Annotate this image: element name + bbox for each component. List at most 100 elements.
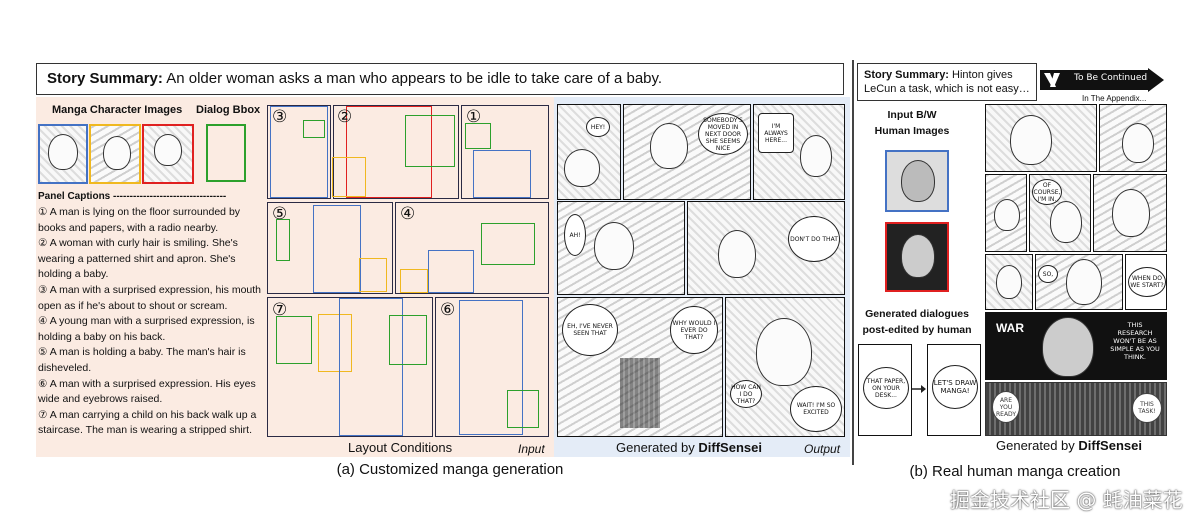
dialog-bbox-green — [206, 124, 246, 182]
manga-panel: EH, I'VE NEVER SEEN THAT WHY WOULD I EVE… — [557, 297, 723, 437]
layout-panel-3 — [267, 105, 331, 199]
subcaption-b: (b) Real human manga creation — [909, 463, 1121, 480]
arrow-right-icon — [912, 382, 926, 400]
panel-number-2: ② — [337, 107, 353, 127]
bbox-blue — [473, 150, 531, 198]
panel-number-7: ⑦ — [272, 300, 288, 320]
manga-panel — [985, 174, 1027, 252]
bbox-green — [465, 123, 491, 149]
story-summary-label-b: Story Summary: — [864, 69, 949, 81]
bbox-yellow — [359, 258, 387, 292]
character-image-yellow — [89, 124, 141, 184]
input-tag: Input — [518, 442, 545, 456]
manga-panel: I'M ALWAYS HERE... — [753, 104, 845, 200]
bbox-yellow — [332, 157, 366, 197]
input-bw-label: Input B/W Human Images — [874, 109, 950, 137]
manga-panel — [1099, 104, 1167, 172]
panel-number-1: ① — [466, 107, 482, 127]
manga-panel — [985, 104, 1097, 172]
panel-captions-label: Panel Captions -------------------------… — [38, 191, 227, 202]
manga-panel: WAR THIS RESEARCH WON'T BE AS SIMPLE AS … — [985, 312, 1167, 380]
caption-4: ④ A young man with a surprised expressio… — [38, 315, 255, 343]
generated-by-label-a: Generated by DiffSensei — [616, 440, 762, 455]
speech-bubble: WAIT! I'M SO EXCITED — [790, 386, 842, 432]
speech-bubble: I'M ALWAYS HERE... — [758, 113, 794, 153]
speech-bubble: WHEN DO WE START? — [1128, 267, 1166, 297]
human-image-blue — [885, 150, 949, 212]
bbox-green — [507, 390, 539, 428]
speech-bubble: HOW CAN I DO THAT? — [730, 380, 762, 408]
manga-panel: ARE YOU READY THIS TASK! — [985, 382, 1167, 436]
bbox-blue — [428, 250, 474, 293]
watermark: 掘金技术社区 @ 蚝油菜花 — [950, 488, 1183, 512]
layout-panel-5 — [267, 202, 393, 294]
bbox-red — [346, 106, 432, 198]
caption-1: ① A man is lying on the floor surrounded… — [38, 206, 241, 234]
manga-panel: HOW CAN I DO THAT? WAIT! I'M SO EXCITED — [725, 297, 845, 437]
dialogue-bubble-1: THAT PAPER, ON YOUR DESK... — [863, 367, 909, 409]
speech-bubble: SO, — [1038, 265, 1058, 283]
bbox-yellow — [400, 269, 428, 293]
dialogue-panel-1: THAT PAPER, ON YOUR DESK... — [858, 344, 912, 436]
speech-bubble: EH, I'VE NEVER SEEN THAT — [562, 304, 618, 356]
manga-panel: HEY! — [557, 104, 621, 200]
layout-panel-2 — [333, 105, 459, 199]
panel-number-4: ④ — [400, 204, 416, 224]
character-image-blue — [38, 124, 88, 184]
manga-panel: DON'T DO THAT — [687, 201, 845, 295]
to-be-continued-text: To Be Continued — [1074, 73, 1148, 83]
speech-bubble: OF COURSE, I'M IN. — [1032, 179, 1062, 205]
story-summary-box-b: Story Summary: Hinton gives LeCun a task… — [857, 63, 1037, 101]
war-text: WAR — [996, 321, 1024, 335]
manga-panel — [1093, 174, 1167, 252]
panel-number-3: ③ — [272, 107, 288, 127]
speech-bubble: HEY! — [586, 117, 610, 137]
caption-2: ② A woman with curly hair is smiling. Sh… — [38, 237, 238, 281]
diffsensei-name: DiffSensei — [698, 440, 762, 455]
speech-bubble: SOMEBODY'S MOVED IN NEXT DOOR SHE SEEMS … — [698, 113, 748, 155]
bbox-green — [276, 219, 290, 261]
panel-number-5: ⑤ — [272, 204, 288, 224]
bbox-blue — [459, 300, 523, 435]
output-tag: Output — [804, 442, 841, 456]
caption-7: ⑦ A man carrying a child on his back wal… — [38, 408, 257, 437]
character-image-red — [142, 124, 194, 184]
bbox-green — [389, 315, 427, 365]
manga-panel: OF COURSE, I'M IN. — [1029, 174, 1091, 252]
manga-panel: SOMEBODY'S MOVED IN NEXT DOOR SHE SEEMS … — [623, 104, 751, 200]
in-appendix-text: In The Appendix... — [1082, 94, 1147, 103]
layout-panel-7 — [267, 297, 433, 437]
bbox-blue — [270, 106, 328, 198]
manga-char-images-label: Manga Character Images — [52, 104, 183, 116]
bbox-green — [481, 223, 535, 265]
manga-panel: WHEN DO WE START? — [1125, 254, 1167, 310]
story-summary-text-b: Hinton gives LeCun a task, which is not … — [864, 69, 1030, 95]
layout-conditions-label: Layout Conditions — [348, 440, 453, 455]
section-divider — [852, 60, 854, 465]
panel-number-6: ⑥ — [440, 300, 456, 320]
generated-dialogues-label: Generated dialogues post-edited by human — [862, 308, 972, 336]
dialogue-panel-2: LET'S DRAW MANGA! — [927, 344, 981, 436]
bbox-green — [405, 115, 455, 167]
bbox-green — [276, 316, 312, 364]
manga-panel: SO, — [1035, 254, 1123, 310]
generated-by-label-b: Generated by DiffSensei — [996, 438, 1142, 453]
to-be-continued-banner: To Be Continued — [1040, 68, 1164, 92]
layout-panel-6 — [435, 297, 549, 437]
story-summary-box: Story Summary: An older woman asks a man… — [36, 63, 844, 95]
layout-panel-1 — [461, 105, 549, 199]
manga-panel — [985, 254, 1033, 310]
speech-bubble: WHY WOULD I EVER DO THAT? — [670, 306, 718, 354]
bbox-blue — [313, 205, 361, 293]
speech-bubble: THIS TASK! — [1132, 393, 1162, 423]
speech-bubble: AH! — [564, 214, 586, 256]
layout-panel-4 — [395, 202, 549, 294]
caption-5: ⑤ A man is holding a baby. The man's hai… — [38, 346, 246, 374]
dialog-bbox-label: Dialog Bbox — [196, 104, 261, 116]
dialogue-bubble-2: LET'S DRAW MANGA! — [932, 365, 978, 409]
panel-captions-list: ① A man is lying on the floor surrounded… — [38, 205, 270, 439]
manga-panel: AH! — [557, 201, 685, 295]
bbox-blue — [339, 298, 403, 436]
arrow-banner-icon — [1040, 68, 1164, 92]
caption-3: ③ A man with a surprised expression, his… — [38, 283, 262, 312]
